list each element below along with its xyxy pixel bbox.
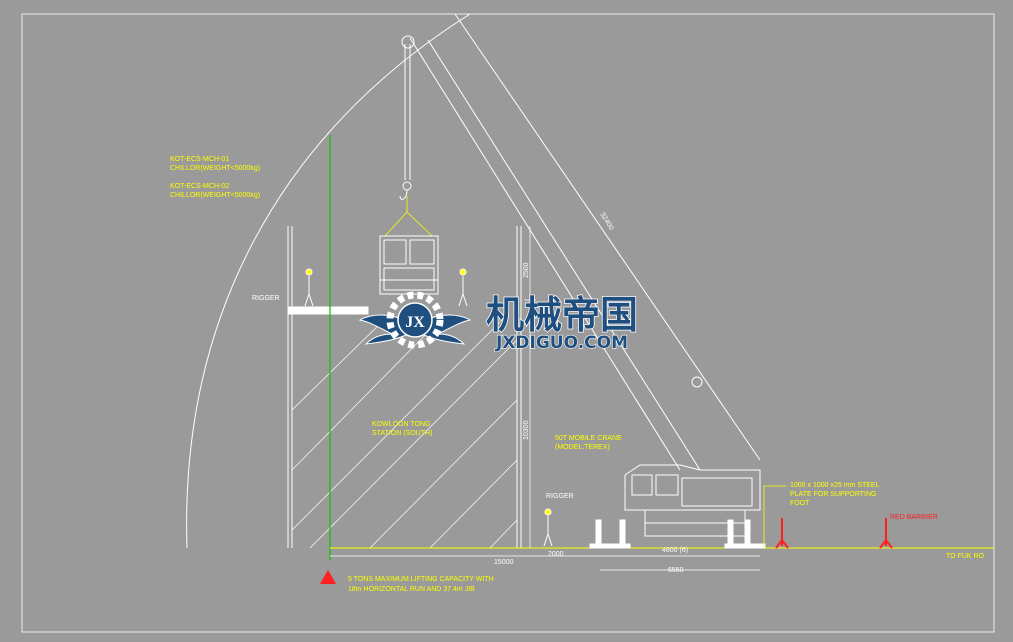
dim-base: 6550 xyxy=(668,567,684,574)
red-barrier xyxy=(775,518,893,549)
dim-offset: 2000 xyxy=(548,551,564,558)
station-label-2: STATION (SOUTH) xyxy=(372,430,432,437)
crane-body xyxy=(624,464,761,537)
watermark-cn: 机械帝国 xyxy=(486,293,638,337)
rigging xyxy=(384,196,433,237)
plate-label-3: FOOT xyxy=(790,500,810,507)
dim-jib: 32400 xyxy=(598,211,614,231)
station-hatching xyxy=(291,313,518,549)
capacity-note-2: 18m HORIZONTAL RUN AND 37.4m JIB xyxy=(348,586,475,593)
chiller1-id: KOT-ECS-MCH-01 xyxy=(170,156,229,163)
rigger-figure xyxy=(304,268,553,547)
crane-label-1: 50T MOBILE CRANE xyxy=(555,435,622,442)
crane-hook xyxy=(399,44,412,200)
chiller1-weight: CHILLOR(WEIGHT<5000kg) xyxy=(170,165,260,172)
rigger-label-bottom: RIGGER xyxy=(546,493,574,500)
gear-icon xyxy=(386,291,444,349)
station-building xyxy=(287,226,522,548)
chiller2-weight: CHILLOR(WEIGHT<5000kg) xyxy=(170,192,260,199)
chiller2-id: KOT-ECS-MCH-02 xyxy=(170,183,229,190)
rigger-label-top: RIGGER xyxy=(252,295,280,302)
barrier-label: RED BARRIER xyxy=(890,514,938,521)
watermark-emblem-text: JX xyxy=(405,314,425,331)
dimension-lines xyxy=(330,226,760,571)
road-label: TO FUK RO xyxy=(946,553,985,560)
capacity-note-1: 5 TONS MAXIMUM LIFTING CAPACITY WITH xyxy=(348,576,494,583)
drawing-frame xyxy=(21,13,995,633)
outriggers xyxy=(589,519,766,549)
warning-triangle-icon xyxy=(320,570,336,584)
watermark: JX 机械帝国 JXDIGUO.COM xyxy=(358,291,639,354)
dim-upper: 2500 xyxy=(523,262,530,278)
dim-run: 15000 xyxy=(494,559,514,566)
station-label-1: KOWLOON TONG xyxy=(372,421,430,428)
dim-outrigger: 4800 (6) xyxy=(662,547,688,554)
plate-leader xyxy=(763,485,786,548)
crane-label-2: (MODEL:TEREX) xyxy=(555,444,610,451)
plate-label-1: 1000 x 1000 x25 mm STEEL xyxy=(790,482,880,489)
plate-label-2: PLATE FOR SUPPORTING xyxy=(790,491,876,498)
crane-jib xyxy=(401,13,761,471)
watermark-en: JXDIGUO.COM xyxy=(495,333,628,353)
dim-height: 10300 xyxy=(523,420,530,440)
swing-radius-arc xyxy=(186,13,471,549)
chiller-unit xyxy=(379,235,439,295)
